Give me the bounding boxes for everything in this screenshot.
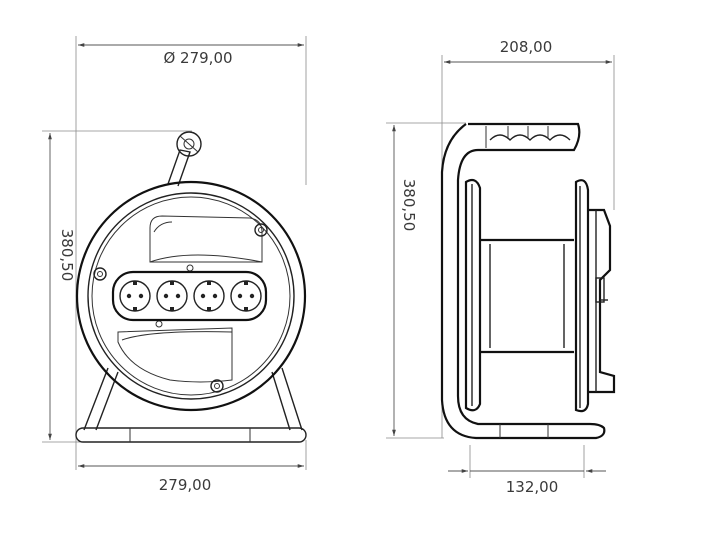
- front-stand: [75, 367, 307, 443]
- side-depth-label: 208,00: [500, 38, 553, 56]
- front-height-dimension: 380,50: [42, 130, 192, 443]
- side-base-dimension: 132,00: [448, 445, 606, 496]
- front-base-label: 279,00: [159, 476, 212, 494]
- front-base-dimension: 279,00: [78, 440, 307, 494]
- front-drum: [75, 180, 307, 412]
- side-base-label: 132,00: [506, 478, 559, 496]
- front-height-label: 380,50: [58, 229, 76, 282]
- socket-1: [119, 280, 151, 312]
- side-frame: [440, 122, 606, 440]
- side-height-label: 380,50: [400, 179, 418, 232]
- front-view: Ø 279,00 380,50 279,00: [42, 36, 307, 494]
- side-height-dimension: 380,50: [386, 122, 466, 439]
- socket-4: [230, 280, 262, 312]
- front-socket-strip: [111, 270, 268, 322]
- front-diameter-dimension: Ø 279,00: [75, 36, 307, 470]
- socket-3: [193, 280, 225, 312]
- front-diameter-label: Ø 279,00: [163, 49, 232, 67]
- socket-2: [156, 280, 188, 312]
- side-view: 208,00 380,50 132,00: [386, 38, 616, 496]
- front-handle: [167, 131, 202, 187]
- side-drum: [464, 178, 616, 413]
